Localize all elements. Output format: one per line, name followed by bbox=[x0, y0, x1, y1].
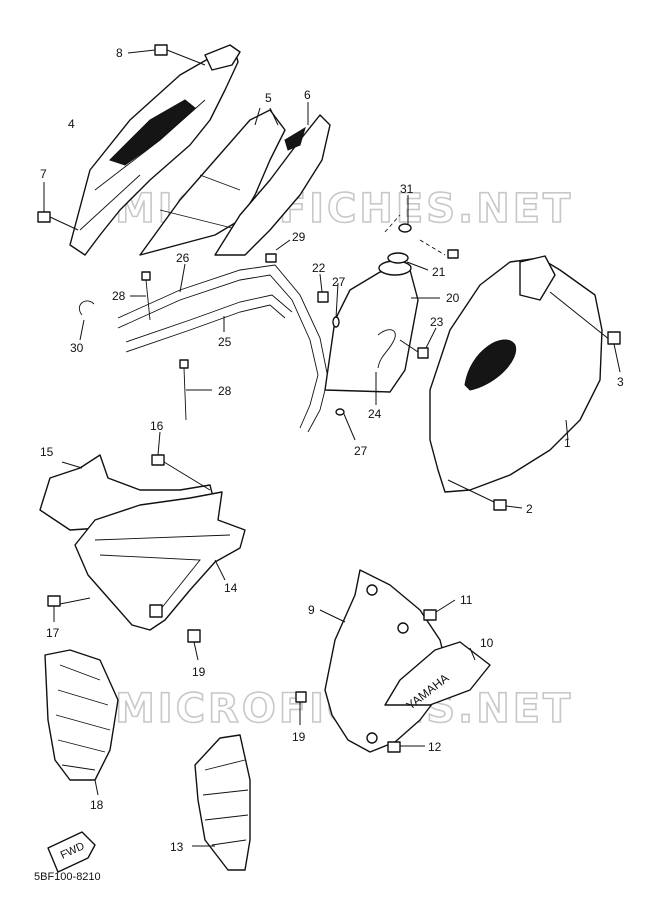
callout-3: 3 bbox=[617, 375, 624, 389]
callout-15: 15 bbox=[40, 445, 54, 459]
part-19-nut-left bbox=[187, 629, 201, 661]
callout-27-top: 27 bbox=[332, 275, 346, 289]
part-27-clamps bbox=[332, 282, 356, 441]
callout-25: 25 bbox=[218, 335, 232, 349]
part-25-26-hoses bbox=[117, 263, 329, 433]
part-28-tie-lower bbox=[179, 359, 212, 421]
callout-18: 18 bbox=[90, 798, 104, 812]
callout-31: 31 bbox=[400, 182, 414, 196]
part-28-tie-upper bbox=[130, 271, 151, 321]
part-31-washer bbox=[384, 195, 459, 259]
part-16-bolt bbox=[151, 431, 211, 491]
part-code: 5BF100-8210 bbox=[34, 871, 101, 883]
callout-7: 7 bbox=[40, 167, 47, 181]
callout-13: 13 bbox=[170, 840, 184, 854]
part-30-clip bbox=[78, 300, 95, 341]
fwd-arrow-icon: FWD bbox=[47, 831, 96, 873]
part-19-nut-right bbox=[295, 691, 307, 725]
callout-20: 20 bbox=[446, 291, 460, 305]
part-14-shroud bbox=[74, 491, 246, 631]
callout-12: 12 bbox=[428, 740, 442, 754]
part-2-bolt bbox=[447, 479, 523, 511]
callout-10: 10 bbox=[480, 636, 494, 650]
part-22-clamp bbox=[317, 273, 329, 303]
part-18-radiator-guard bbox=[44, 649, 119, 796]
part-5-panel bbox=[139, 107, 286, 256]
callout-17: 17 bbox=[46, 626, 60, 640]
callout-19-right: 19 bbox=[292, 730, 306, 744]
callout-14: 14 bbox=[224, 581, 238, 595]
callout-22: 22 bbox=[312, 261, 326, 275]
callout-9: 9 bbox=[308, 603, 315, 617]
part-23-bolt bbox=[399, 327, 437, 359]
callout-23: 23 bbox=[430, 315, 444, 329]
callout-28-upper: 28 bbox=[112, 289, 126, 303]
part-11-bolt bbox=[423, 599, 456, 621]
callout-19-left: 19 bbox=[192, 665, 206, 679]
part-12-bolt bbox=[387, 741, 425, 753]
callout-11: 11 bbox=[460, 593, 473, 607]
part-21-cap bbox=[387, 252, 429, 271]
callout-28-lower: 28 bbox=[218, 384, 232, 398]
part-13-radiator-guard bbox=[192, 734, 251, 871]
callout-1: 1 bbox=[564, 436, 571, 450]
part-7-bolt bbox=[37, 182, 79, 231]
callout-6: 6 bbox=[304, 88, 311, 102]
part-4-side-cover bbox=[69, 44, 241, 256]
callout-8: 8 bbox=[116, 46, 123, 60]
part-24-hose bbox=[375, 329, 396, 405]
callout-26: 26 bbox=[176, 251, 190, 265]
callout-5: 5 bbox=[265, 91, 272, 105]
part-3-bolt bbox=[607, 331, 621, 373]
callout-4: 4 bbox=[68, 117, 75, 131]
callout-16: 16 bbox=[150, 419, 164, 433]
part-1-side-cover bbox=[429, 255, 611, 493]
part-6-panel bbox=[214, 102, 331, 256]
callout-2: 2 bbox=[526, 502, 533, 516]
callout-27-bottom: 27 bbox=[354, 444, 368, 458]
part-17-bolt bbox=[47, 595, 91, 622]
part-29-clip bbox=[265, 239, 291, 263]
part-8-bolt bbox=[127, 44, 206, 66]
callout-30: 30 bbox=[70, 341, 84, 355]
callout-21: 21 bbox=[432, 265, 446, 279]
callout-29: 29 bbox=[292, 230, 306, 244]
callout-labels: 1 2 3 4 5 6 7 8 9 10 11 12 13 14 15 16 1… bbox=[40, 46, 624, 854]
callout-24: 24 bbox=[368, 407, 382, 421]
